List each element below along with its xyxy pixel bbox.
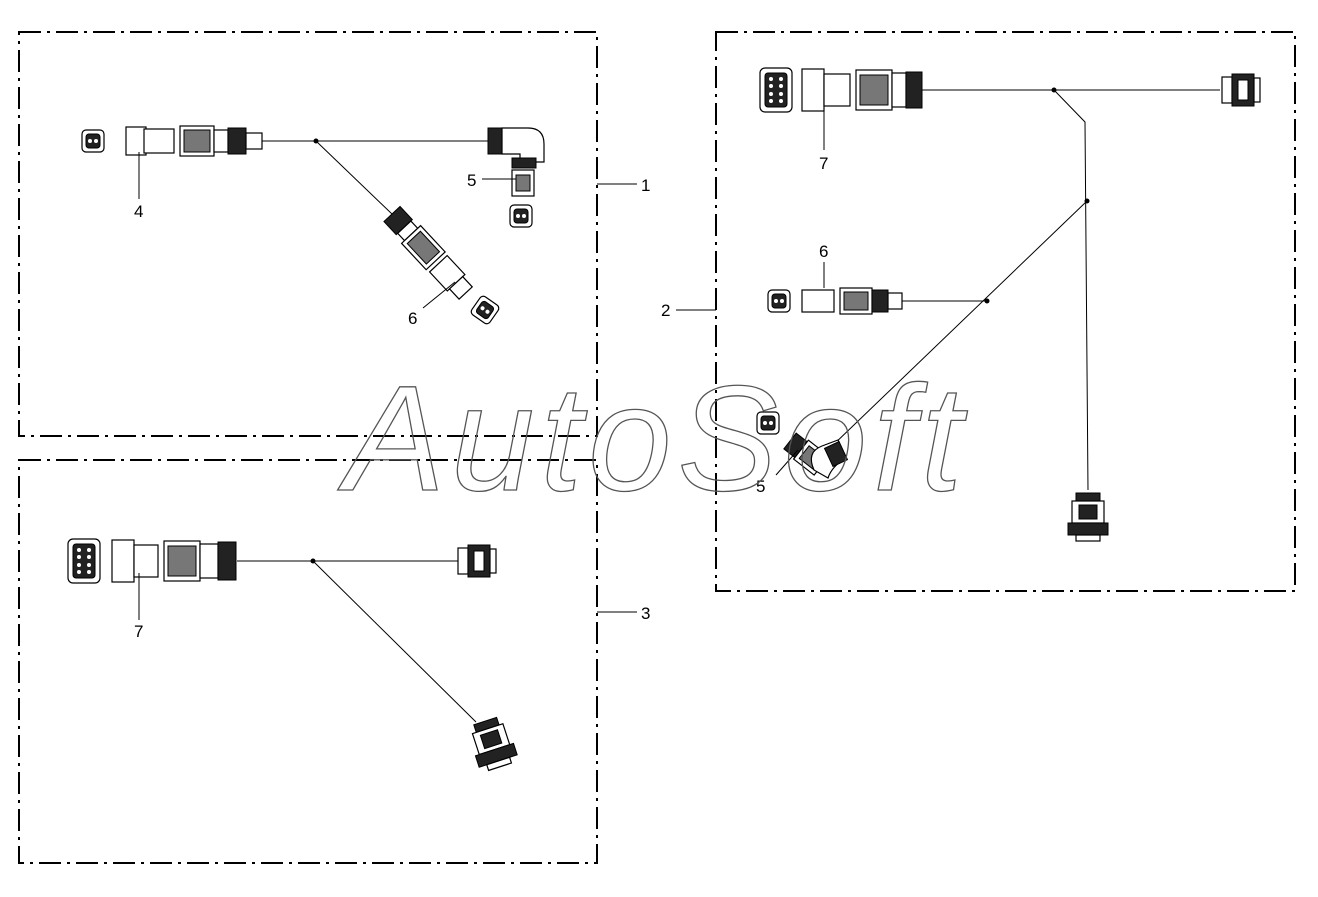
end-plug-bottom bbox=[1067, 492, 1109, 542]
end-plug-diagonal bbox=[465, 714, 520, 774]
callout-assembly-1: 1 bbox=[641, 176, 650, 195]
callout-4: 4 bbox=[134, 202, 143, 221]
callout-7: 7 bbox=[819, 154, 828, 173]
callout-7: 7 bbox=[134, 622, 143, 641]
wire bbox=[315, 140, 393, 215]
assembly-1-frame bbox=[18, 31, 598, 437]
connector-7 bbox=[67, 538, 237, 584]
callout-5: 5 bbox=[467, 171, 476, 190]
connector-5 bbox=[487, 127, 545, 228]
wire bbox=[312, 560, 477, 723]
callout-6: 6 bbox=[408, 309, 417, 328]
callout-5: 5 bbox=[756, 477, 765, 496]
connector-7 bbox=[759, 67, 923, 113]
assembly-1: 4 5 6 1 bbox=[18, 31, 650, 437]
splice-point bbox=[310, 558, 316, 564]
connector-6 bbox=[767, 287, 903, 315]
connector-6-face bbox=[469, 294, 501, 326]
wire bbox=[829, 200, 1088, 449]
assembly-3: 7 3 bbox=[18, 459, 650, 864]
connector-6 bbox=[383, 205, 474, 300]
connector-5 bbox=[756, 411, 849, 479]
splice-point bbox=[313, 138, 319, 144]
end-plug-right bbox=[457, 544, 497, 578]
wire bbox=[1053, 89, 1089, 491]
watermark: AutoSoft bbox=[337, 354, 968, 522]
end-plug-right bbox=[1221, 73, 1261, 107]
callout-assembly-3: 3 bbox=[641, 604, 650, 623]
connector-4 bbox=[81, 125, 263, 157]
assembly-3-frame bbox=[18, 459, 598, 864]
assembly-2: 7 6 5 2 bbox=[661, 31, 1296, 592]
assembly-2-frame bbox=[715, 31, 1296, 592]
callout-assembly-2: 2 bbox=[661, 301, 670, 320]
callout-6: 6 bbox=[819, 242, 828, 261]
